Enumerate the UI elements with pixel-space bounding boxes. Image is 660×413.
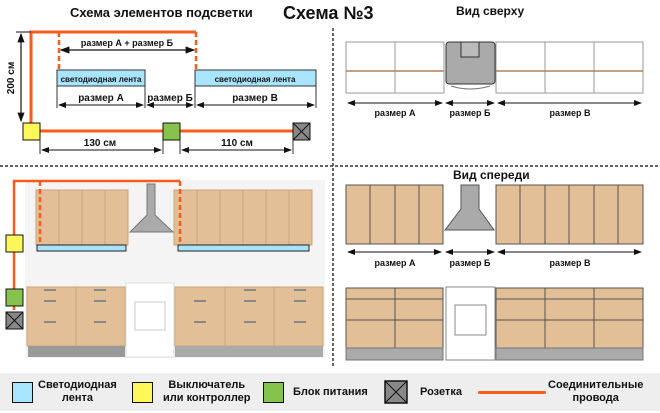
distance-1-label: 130 см — [84, 138, 116, 149]
led-strip-a — [56, 69, 146, 87]
led-strip-b — [194, 69, 317, 87]
top-size-b: размер Б — [450, 108, 492, 118]
height-label: 200 см — [6, 62, 17, 94]
top-view-title: Вид сверху — [456, 4, 525, 18]
switch-icon — [22, 122, 41, 141]
hood — [128, 183, 175, 233]
front-size-v: размер В — [549, 258, 591, 268]
size-a-label: размер А — [78, 93, 124, 104]
front-view-drawing: размер А размер Б размер В — [345, 184, 644, 361]
power-supply-icon — [5, 288, 24, 307]
front-size-b: размер Б — [450, 258, 492, 268]
socket-icon — [5, 311, 24, 330]
size-v-label: размер В — [232, 93, 278, 104]
front-size-a: размер А — [374, 258, 416, 268]
top-size-a: размер А — [374, 108, 416, 118]
socket-icon — [384, 380, 408, 404]
sum-label: размер А + размер Б — [81, 38, 174, 48]
wiring-scheme: светодиодная лента светодиодная лента ра… — [6, 30, 317, 154]
switch-icon — [132, 382, 153, 403]
led-strip-icon — [12, 382, 33, 403]
main-title: Схема №3 — [283, 3, 374, 23]
led-label-b: светодиодная лента — [215, 75, 296, 84]
power-supply-icon — [162, 122, 181, 141]
top-size-v: размер В — [549, 108, 591, 118]
size-b-label: размер Б — [147, 93, 193, 104]
legend-socket-label: Розетка — [420, 386, 462, 398]
power-supply-icon — [263, 382, 284, 403]
distance-2-label: 110 см — [221, 138, 253, 149]
kitchen-render — [5, 179, 325, 358]
front-view-title: Вид спереди — [453, 168, 530, 182]
wire-icon — [478, 391, 546, 394]
switch-icon — [5, 234, 24, 253]
top-view-drawing: размер А размер Б размер В — [345, 41, 644, 118]
led-label-a: светодиодная лента — [61, 75, 142, 84]
scheme-title: Схема элементов подсветки — [70, 5, 253, 20]
legend-power-label: Блок питания — [293, 386, 368, 398]
socket-icon — [292, 122, 311, 141]
